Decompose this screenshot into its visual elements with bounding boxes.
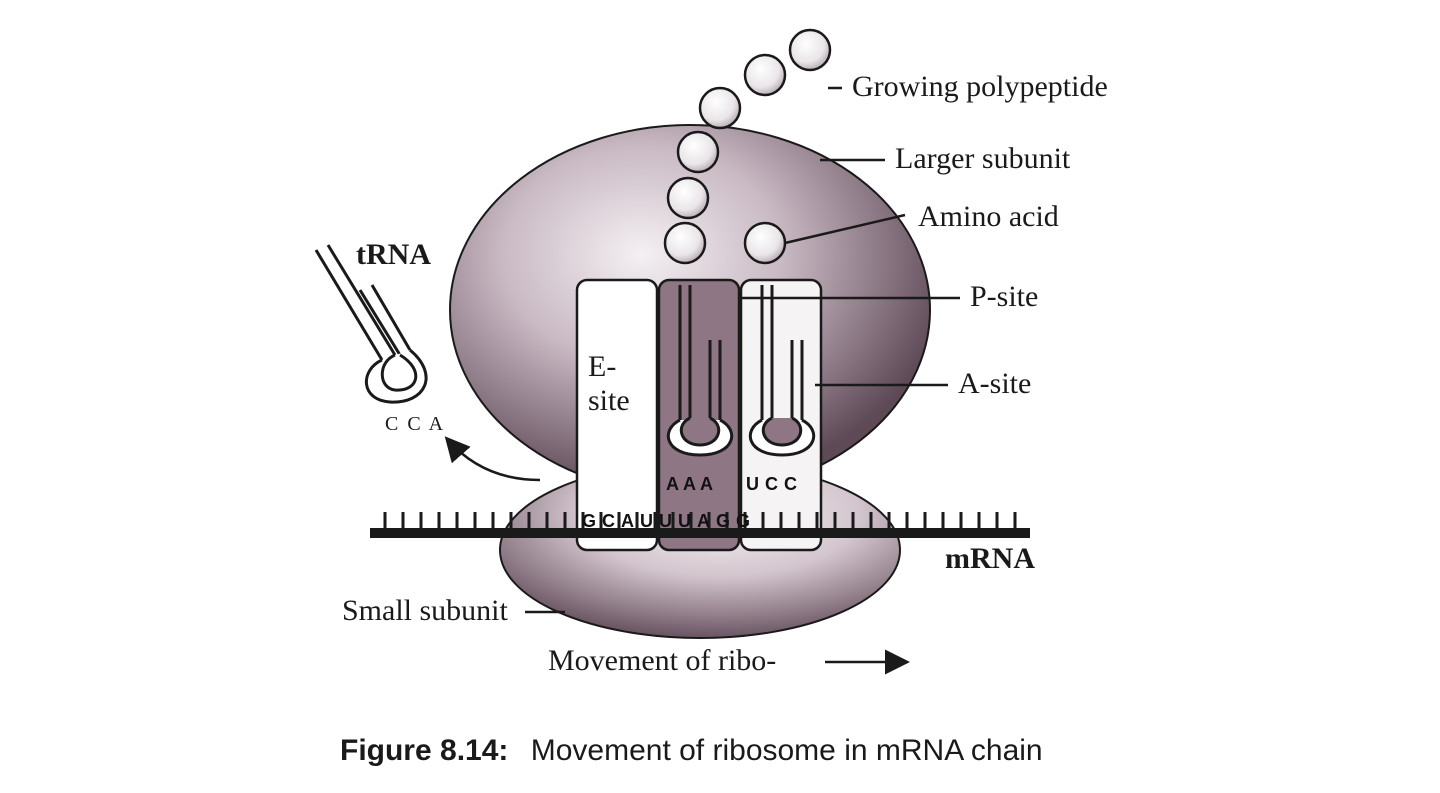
caption-text: Movement of ribosome in mRNA chain: [531, 734, 1043, 767]
mrna-codons: GCAUUUAGG: [582, 511, 756, 531]
polypeptide-chain: [663, 28, 832, 265]
label-movement: Movement of ribo-: [548, 644, 776, 677]
p-site-anticodon: AAA: [666, 474, 717, 494]
label-small-subunit: Small subunit: [342, 594, 509, 627]
a-site-anticodon: UCC: [746, 474, 803, 494]
label-p-site: P-site: [970, 280, 1038, 313]
a-site-box: [739, 278, 823, 552]
trna-label: tRNA: [356, 238, 431, 271]
label-larger-subunit: Larger subunit: [895, 142, 1071, 175]
a-site-trna: [748, 285, 816, 457]
trna-end-bases: C C A: [385, 413, 445, 435]
exiting-trna: [314, 244, 428, 404]
caption-prefix: Figure 8.14:: [340, 734, 508, 767]
label-growing-polypeptide: Growing polypeptide: [852, 70, 1108, 103]
amino-acid-bead: [743, 221, 787, 265]
exit-arrow: [444, 436, 541, 482]
mrna-strand: [370, 512, 1030, 538]
p-site-box: [657, 278, 741, 552]
label-a-site: A-site: [958, 367, 1031, 400]
label-amino-acid: Amino acid: [918, 200, 1059, 233]
e-site-box: [575, 278, 659, 552]
leader-lines: [525, 86, 960, 614]
e-site-label-1: E-: [588, 350, 616, 383]
p-site-trna: [666, 285, 734, 457]
e-site-label-2: site: [588, 384, 630, 417]
figure-caption: Figure 8.14: Movement of ribosome in mRN…: [340, 734, 1043, 767]
mrna-label: mRNA: [945, 542, 1035, 575]
